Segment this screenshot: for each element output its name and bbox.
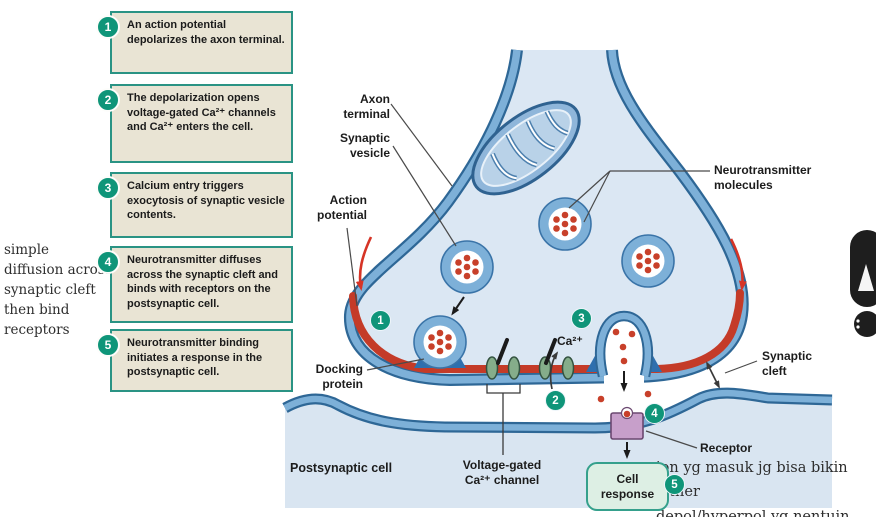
label-synaptic-cleft: Synaptic cleft — [762, 349, 813, 378]
label-postsynaptic-cell: Postsynaptic cell — [290, 461, 393, 475]
diagram-step-marker-5: 5 — [664, 474, 685, 495]
pen-tool-overlay[interactable] — [850, 230, 876, 337]
action-potential-arrow-right — [729, 238, 747, 291]
receptor-shape — [610, 406, 644, 440]
step-text: Neurotransmitter diffuses across the syn… — [127, 254, 278, 310]
step-text: Calcium entry triggers exocytosis of syn… — [127, 180, 285, 222]
diagram-step-marker-1: 1 — [370, 310, 391, 331]
diagram-step-marker-2: 2 — [545, 390, 566, 411]
neurotransmitter-dots — [553, 211, 577, 237]
pen-icon — [858, 264, 874, 291]
step-box-4: Neurotransmitter diffuses across the syn… — [110, 246, 293, 323]
step-box-3: Calcium entry triggers exocytosis of syn… — [110, 172, 293, 238]
released-neurotransmitter-dots — [597, 390, 652, 403]
synaptic-vesicle-1 — [440, 240, 494, 294]
label-calcium-ion: Ca²⁺ — [557, 334, 583, 348]
step-box-5: Neurotransmitter binding initiates a res… — [110, 329, 293, 392]
neurotransmitter-dots — [455, 254, 479, 280]
fusing-vesicle — [586, 310, 662, 384]
diagram-step-marker-3: 3 — [571, 308, 592, 329]
step-text: The depolarization opens voltage-gated C… — [127, 92, 276, 134]
calcium-channels — [485, 338, 575, 380]
action-potential-band-right — [646, 289, 744, 373]
tool-options-button[interactable] — [854, 311, 876, 337]
neurotransmitter-dots — [636, 248, 660, 274]
channel-gate — [544, 338, 557, 365]
label-voltage-gated-channel: Voltage-gated Ca²⁺ channel — [462, 458, 542, 487]
channel-bracket — [486, 384, 521, 455]
mitochondrion-cristae — [490, 110, 569, 181]
vesicle-movement-arrow — [451, 296, 465, 316]
marker-number: 5 — [671, 478, 678, 491]
step-number: 5 — [104, 338, 112, 352]
step-number-badge: 3 — [96, 176, 120, 200]
synaptic-vesicle-docked — [413, 315, 467, 369]
dots-icon — [856, 325, 860, 329]
synaptic-vesicle-3 — [621, 234, 675, 288]
dots-icon — [856, 319, 860, 323]
margin-note-left: simple diffusion across synaptic cleft t… — [4, 242, 112, 338]
calcium-entry-arrow — [549, 351, 559, 390]
cell-response-box: Cell response — [586, 462, 669, 511]
step-text: An action potential depolarizes the axon… — [127, 19, 285, 46]
step-text: Neurotransmitter binding initiates a res… — [127, 337, 263, 379]
step-box-1: An action potential depolarizes the axon… — [110, 11, 293, 74]
label-synaptic-vesicle: Synaptic vesicle — [339, 131, 390, 160]
label-receptor: Receptor — [700, 441, 753, 455]
label-action-potential: Action potential — [317, 193, 367, 222]
step-number-badge: 4 — [96, 250, 120, 274]
postsynaptic-cell-shape — [282, 387, 833, 508]
step-number: 2 — [104, 93, 112, 107]
marker-number: 2 — [552, 394, 559, 407]
neurotransmitter-dots — [612, 328, 636, 365]
label-leader-lines — [346, 103, 758, 449]
label-docking-protein: Docking protein — [315, 362, 363, 391]
mitochondrion — [471, 100, 581, 196]
margin-note-right: ion yg masuk jg bisa bikin either depol/… — [656, 460, 850, 517]
label-neurotransmitter-molecules: Neurotransmitter molecules — [714, 163, 812, 192]
neurotransmitter-dots — [428, 329, 452, 355]
step-number: 3 — [104, 181, 112, 195]
step-number-badge: 2 — [96, 88, 120, 112]
step-number-badge: 5 — [96, 333, 120, 357]
marker-number: 1 — [377, 314, 384, 327]
action-potential-arrow-left — [355, 236, 373, 291]
cleft-span-arrow — [706, 361, 720, 389]
step-box-2: The depolarization opens voltage-gated C… — [110, 84, 293, 163]
diagram-step-marker-4: 4 — [644, 403, 665, 424]
marker-number: 4 — [651, 407, 658, 420]
step-number: 1 — [104, 20, 112, 34]
synaptic-vesicle-2 — [538, 197, 592, 251]
pen-tool-button[interactable] — [850, 230, 876, 307]
action-potential-band-left — [349, 292, 601, 373]
step-number-badge: 1 — [96, 15, 120, 39]
step-number: 4 — [104, 255, 112, 269]
label-axon-terminal: Axon terminal — [343, 92, 390, 121]
channel-gate — [496, 338, 509, 365]
marker-number: 3 — [578, 312, 585, 325]
